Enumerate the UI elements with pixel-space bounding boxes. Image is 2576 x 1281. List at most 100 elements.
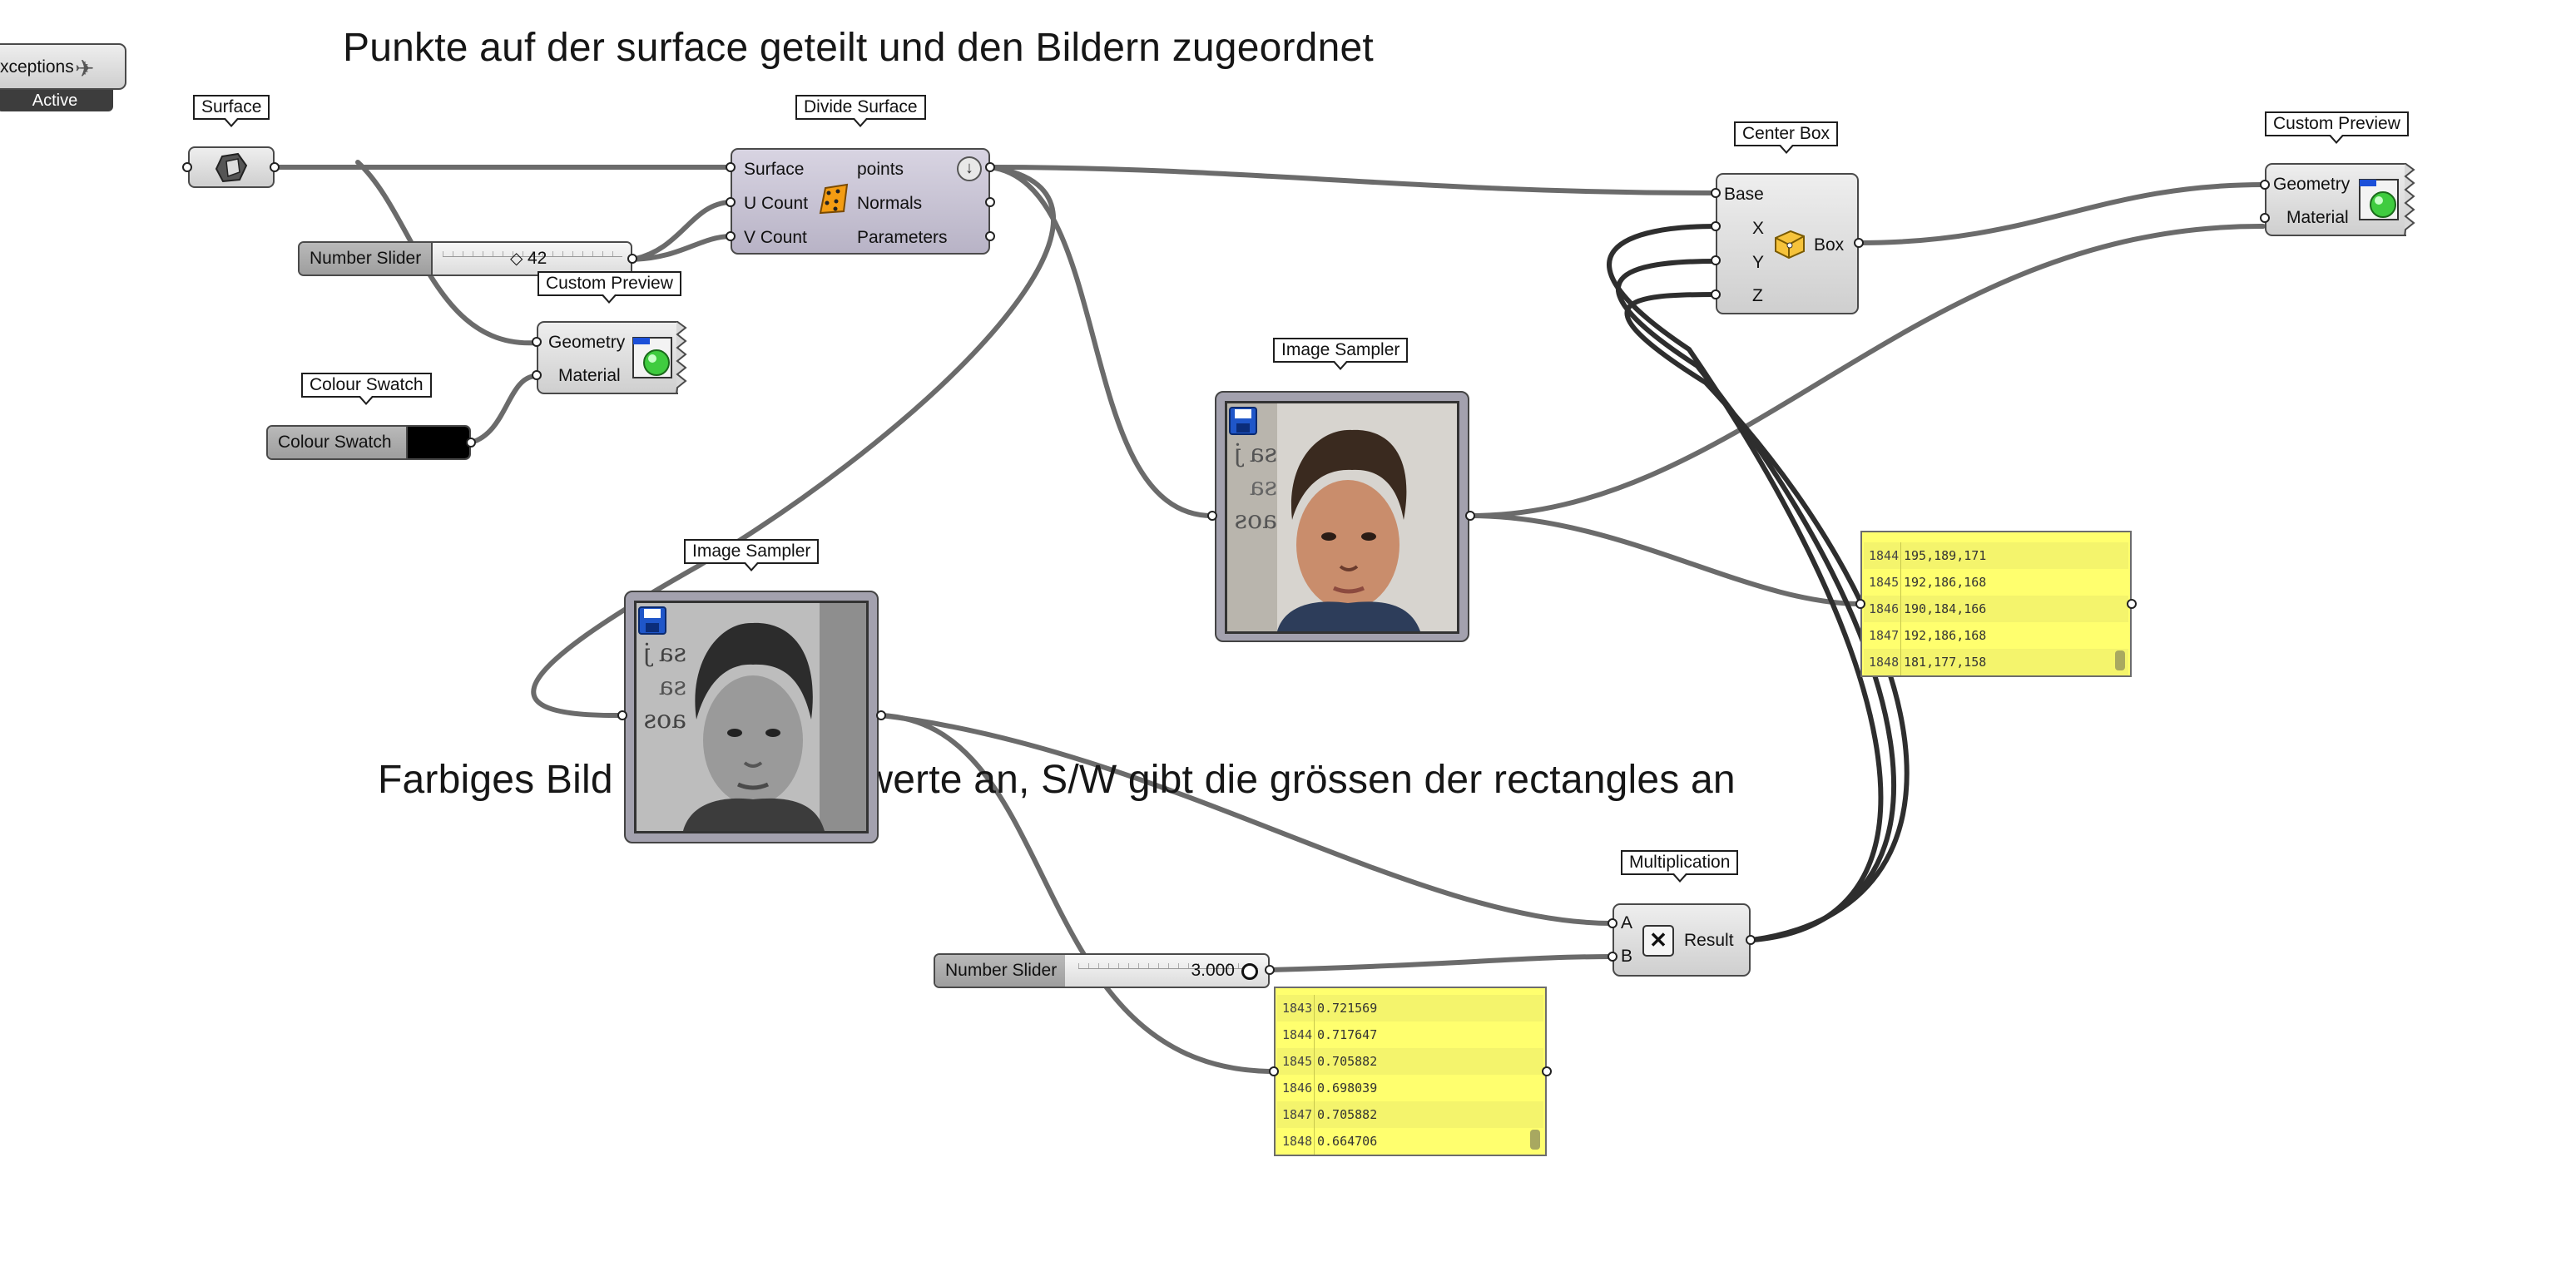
center-box-grip-base[interactable] [1711,188,1721,198]
image-sampler-bw-output-grip[interactable] [876,710,886,720]
panel-values-input-grip[interactable] [1269,1066,1279,1076]
slider-count-name: Number Slider [300,243,433,274]
surface-param[interactable] [188,146,275,188]
slider-factor-name: Number Slider [935,955,1069,987]
multiplication-grip-a[interactable] [1608,918,1617,928]
surface-output-grip[interactable] [270,162,280,172]
preview-right-grip-material[interactable] [2260,213,2270,223]
panel-rgb-index: 1846 [1869,601,1900,616]
wire-color-to-geometry [1468,223,2266,518]
panel-rgb-scrollbar[interactable] [2115,650,2125,670]
panel-values-value: 0.717647 [1317,1027,1378,1042]
preview-left-input-material[interactable]: Material [558,366,621,385]
center-box-grip-y[interactable] [1711,255,1721,265]
custom-preview-right[interactable]: Geometry Material [2265,163,2406,236]
center-box-output-box[interactable]: Box [1814,235,1845,255]
preview-right-input-material[interactable]: Material [2286,208,2349,227]
custom-preview-right-tag: Custom Preview [2265,111,2409,144]
colour-swatch-color[interactable] [408,427,469,458]
divide-grip-ucount[interactable] [726,197,736,207]
divide-output-parameters[interactable]: Parameters [857,228,948,247]
panel-values-index: 1843 [1282,1001,1313,1016]
exceptions-body[interactable]: xceptions ✈ [0,43,126,90]
panel-values-scrollbar[interactable] [1530,1130,1540,1150]
panel-values-value: 0.705882 [1317,1107,1378,1122]
svg-text:aos: aos [644,705,686,734]
preview-right-input-geometry[interactable]: Geometry [2273,175,2351,194]
slider-factor-track[interactable]: 3.000 [1065,955,1268,987]
center-box-input-y[interactable]: Y [1752,253,1765,272]
image-sampler-color-input-grip[interactable] [1207,511,1217,521]
multiplication-output-result[interactable]: Result [1684,931,1734,950]
heading-top: Punkte auf der surface geteilt und den B… [343,26,1374,70]
divide-output-normals[interactable]: Normals [857,194,923,213]
divide-grip-points[interactable] [985,162,995,172]
number-slider-count[interactable]: Number Slider ◇ 42 [298,241,632,276]
colour-swatch[interactable]: Colour Swatch [266,425,471,460]
image-sampler-color-output-grip[interactable] [1465,511,1475,521]
number-slider-factor[interactable]: Number Slider 3.000 [934,953,1270,988]
divide-grip-parameters[interactable] [985,231,995,241]
flatten-arrow-icon[interactable]: ↓ [957,156,982,181]
slider-factor-handle[interactable] [1241,963,1258,980]
colour-swatch-output-grip[interactable] [466,438,476,448]
panel-rgb-index: 1844 [1869,548,1900,563]
color-portrait-image: sa j sa aos [1227,403,1457,631]
divide-output-points[interactable]: points [857,160,904,179]
save-icon-bw[interactable] [637,606,667,636]
preview-left-grip-geometry[interactable] [532,337,542,347]
multiplication-input-b[interactable]: B [1621,947,1633,966]
center-box-grip-z[interactable] [1711,289,1721,299]
panel-rgb-output-grip[interactable] [2127,599,2137,609]
image-sampler-color-tag: Image Sampler [1273,338,1409,370]
slider-count-output-grip[interactable] [627,254,637,264]
divide-surface-component[interactable]: Surface U Count V Count points Normals P… [731,148,990,255]
divide-grip-normals[interactable] [985,197,995,207]
center-box-grip-x[interactable] [1711,221,1721,231]
image-sampler-bw-input-grip[interactable] [617,710,627,720]
center-box-input-base[interactable]: Base [1724,185,1764,204]
preview-right-grip-geometry[interactable] [2260,180,2270,190]
surface-input-grip[interactable] [182,162,192,172]
divide-input-surface[interactable]: Surface [744,160,805,179]
divide-input-ucount[interactable]: U Count [744,194,809,213]
panel-values-row: 1843 0.721569 [1277,995,1543,1021]
panel-values[interactable]: 1843 0.721569 1844 0.717647 1845 0.70588… [1274,987,1547,1156]
center-box-component[interactable]: Base X Y Z Box [1716,173,1859,314]
panel-rgb[interactable]: 1844 195,189,171 1845 192,186,168 1846 1… [1860,531,2132,677]
custom-preview-left[interactable]: Geometry Material [537,321,678,394]
slider-factor-output-grip[interactable] [1265,965,1275,975]
panel-values-index: 1844 [1282,1027,1313,1042]
panel-values-index: 1845 [1282,1054,1313,1069]
divide-input-vcount[interactable]: V Count [744,228,807,247]
center-box-grip-box[interactable] [1854,238,1864,248]
slider-count-handle[interactable]: ◇ [510,250,523,268]
divide-grip-surface[interactable] [726,162,736,172]
panel-rgb-divider [1900,542,1901,569]
wire-swatch-to-material [468,373,539,445]
multiplication-component[interactable]: A B ✕ Result [1612,903,1751,977]
center-box-input-z[interactable]: Z [1752,286,1763,305]
exceptions-widget[interactable]: xceptions ✈ Active [0,43,130,113]
exceptions-status: Active [0,90,113,111]
image-sampler-bw[interactable]: sa j sa aos [624,591,879,843]
surface-tag: Surface [193,95,270,127]
panel-rgb-row: 1844 195,189,171 [1864,542,2128,569]
center-box-input-x[interactable]: X [1752,219,1765,238]
multiplication-grip-result[interactable] [1746,935,1756,945]
preview-left-input-geometry[interactable]: Geometry [548,333,626,352]
slider-count-track[interactable]: ◇ 42 [433,243,631,274]
wire-bw-to-mult-a [879,713,1615,926]
preview-left-grip-material[interactable] [532,370,542,380]
wire-points-to-base [988,165,1718,195]
save-icon-color[interactable] [1228,406,1258,436]
panel-rgb-input-grip[interactable] [1855,599,1865,609]
multiplication-grip-b[interactable] [1608,952,1617,962]
wire-points-to-sampler-color [988,165,1215,518]
panel-values-output-grip[interactable] [1542,1066,1552,1076]
divide-grip-vcount[interactable] [726,231,736,241]
image-sampler-color[interactable]: sa j sa aos [1215,391,1469,642]
panel-rgb-index: 1848 [1869,655,1900,670]
multiplication-input-a[interactable]: A [1621,913,1633,932]
